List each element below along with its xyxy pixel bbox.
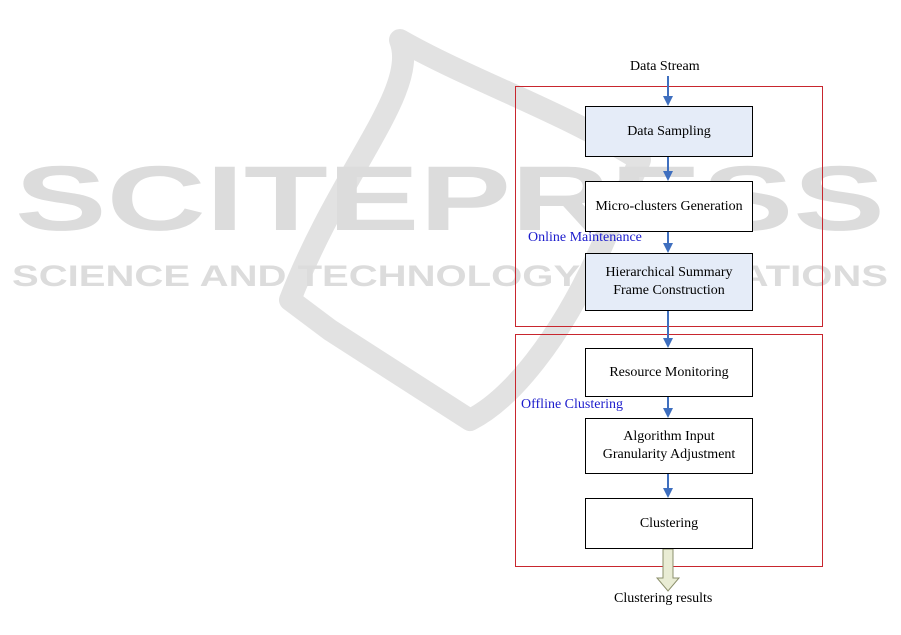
step-label: Micro-clusters Generation (595, 198, 742, 216)
step-clustering: Clustering (585, 498, 753, 549)
online-maintenance-label: Online Maintenance (528, 230, 642, 246)
step-hierarchical-summary-frame-construction: Hierarchical Summary Frame Construction (585, 253, 753, 311)
step-micro-clusters-generation: Micro-clusters Generation (585, 181, 753, 232)
step-data-sampling: Data Sampling (585, 106, 753, 157)
step-label: Data Sampling (627, 123, 711, 141)
step-label: Hierarchical Summary Frame Construction (605, 264, 732, 300)
input-label-data-stream: Data Stream (630, 58, 700, 76)
step-label: Algorithm Input Granularity Adjustment (603, 428, 736, 464)
step-label: Resource Monitoring (609, 364, 728, 382)
step-granularity-adjustment: Algorithm Input Granularity Adjustment (585, 418, 753, 474)
step-resource-monitoring: Resource Monitoring (585, 348, 753, 397)
step-label: Clustering (640, 515, 698, 533)
offline-clustering-label: Offline Clustering (521, 397, 623, 413)
arrow-clustering-to-output (657, 549, 679, 591)
output-label-clustering-results: Clustering results (614, 590, 712, 608)
